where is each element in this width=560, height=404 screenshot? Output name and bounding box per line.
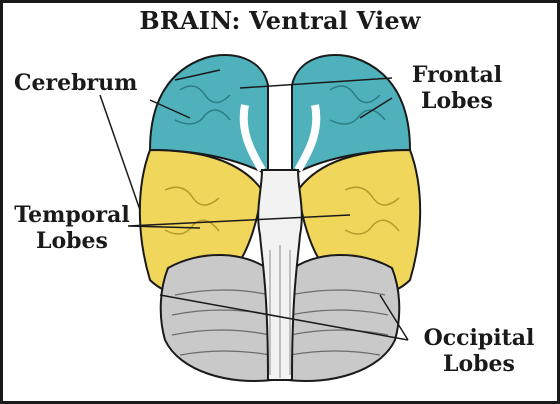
occipital-region-right xyxy=(287,253,401,382)
temporal-gyri xyxy=(164,186,400,235)
label-occipital-lobes: Occipital Lobes xyxy=(405,325,553,377)
leader-cerebrum xyxy=(149,69,221,119)
olfactory-tract-right xyxy=(294,104,321,173)
label-frontal-line1: Frontal xyxy=(411,62,503,88)
frontal-lobe-left xyxy=(148,54,269,177)
leader-occipital xyxy=(159,294,409,341)
label-frontal-lobes: Frontal Lobes xyxy=(392,62,522,114)
label-frontal-line2: Lobes xyxy=(421,88,493,114)
occipital-region-left xyxy=(159,253,273,382)
label-occipital-line1: Occipital xyxy=(423,325,535,351)
leader-cerebrum-long xyxy=(99,94,141,211)
diagram-title: BRAIN: Ventral View xyxy=(139,6,421,35)
frontal-lobe-right xyxy=(291,54,412,177)
brainstem-lines xyxy=(269,245,291,378)
label-temporal-line1: Temporal xyxy=(14,202,130,228)
label-temporal-line2: Lobes xyxy=(36,228,108,254)
label-temporal-lobes: Temporal Lobes xyxy=(8,202,136,254)
label-cerebrum: Cerebrum xyxy=(14,70,138,96)
label-occipital-line2: Lobes xyxy=(443,351,515,377)
frontal-gyri xyxy=(174,85,386,125)
olfactory-tract-left xyxy=(239,104,266,173)
leader-frontal xyxy=(239,77,393,119)
cerebellum-folia xyxy=(171,289,389,356)
leader-temporal xyxy=(127,214,351,229)
